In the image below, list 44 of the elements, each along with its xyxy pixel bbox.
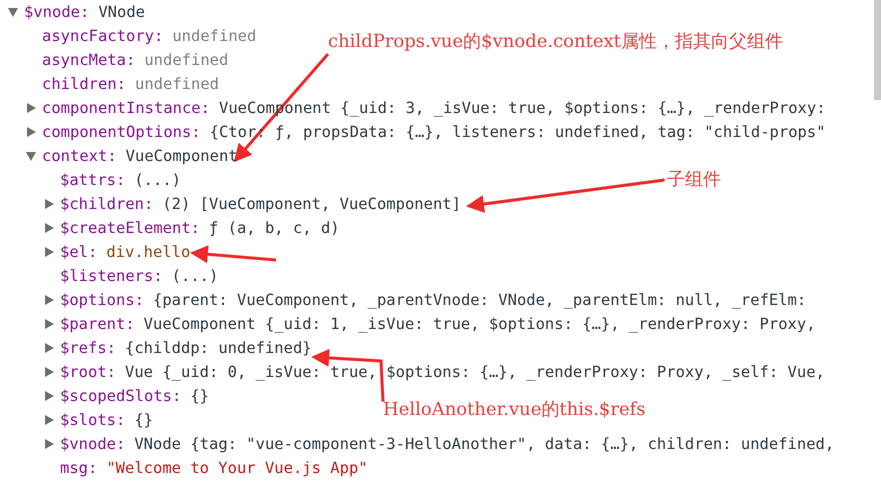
property-value: ƒ (a, b, c, d) [208, 219, 340, 237]
property-value: Vue {_uid: 0, _isVue: true, $options: {…}, _renderProxy: Proxy, _self: Vue, [125, 363, 825, 381]
arrow [466, 178, 665, 213]
property-key: $attrs: [60, 171, 126, 189]
property-key: context: [42, 147, 117, 165]
property-value: VNode [98, 3, 145, 21]
property-key: asyncFactory: [42, 27, 164, 45]
property-key: $vnode: [60, 435, 126, 453]
property-value: VueComponent {_uid: 1, _isVue: true, $options: {…}, _renderProxy: Proxy, [144, 315, 816, 333]
property-key: $root: [60, 363, 116, 381]
property-key: componentOptions: [42, 123, 201, 141]
property-key: $el: [60, 243, 98, 261]
property-value: {} [190, 387, 209, 405]
property-key: msg: [60, 459, 98, 477]
property-key: $refs: [60, 339, 116, 357]
property-key: $options: [60, 291, 144, 309]
property-key: $listeners: [60, 267, 163, 285]
property-value: VNode {tag: "vue-component-3-HelloAnother", data: {…}, children: undefined, [134, 435, 834, 453]
property-value: (...) [172, 267, 218, 285]
property-value: (2) [VueComponent, VueComponent] [162, 195, 461, 213]
annotation-text: 子组件 [667, 168, 787, 192]
arrow [311, 348, 384, 402]
property-key: $createElement: [60, 219, 200, 237]
property-key: componentInstance: [42, 99, 210, 117]
annotation-text: HelloAnother.vue的this.$refs [383, 398, 743, 422]
property-value: {parent: VueComponent, _parentVnode: VNode, _parentElm: null, _refElm: [153, 291, 806, 309]
arrow [190, 245, 276, 264]
property-key: $children: [60, 195, 154, 213]
property-key: $scopedSlots: [60, 387, 182, 405]
property-key: $parent: [60, 315, 135, 333]
property-key: $vnode: [24, 3, 90, 21]
property-key: children: [42, 75, 126, 93]
property-value: (...) [134, 171, 181, 189]
annotation-text: childProps.vue的$vnode.context属性，指其向父组件 [328, 30, 868, 54]
property-value: undefined [144, 51, 228, 69]
property-value: VueComponent [126, 147, 238, 165]
property-value: undefined [135, 75, 219, 93]
property-value: undefined [172, 27, 256, 45]
property-value: div.hello [106, 243, 190, 261]
property-value: "Welcome to Your Vue.js App" [106, 459, 368, 477]
property-key: $slots: [60, 411, 126, 429]
property-value: {} [134, 411, 153, 429]
property-key: asyncMeta: [42, 51, 136, 69]
property-value: {childdp: undefined} [125, 339, 312, 357]
